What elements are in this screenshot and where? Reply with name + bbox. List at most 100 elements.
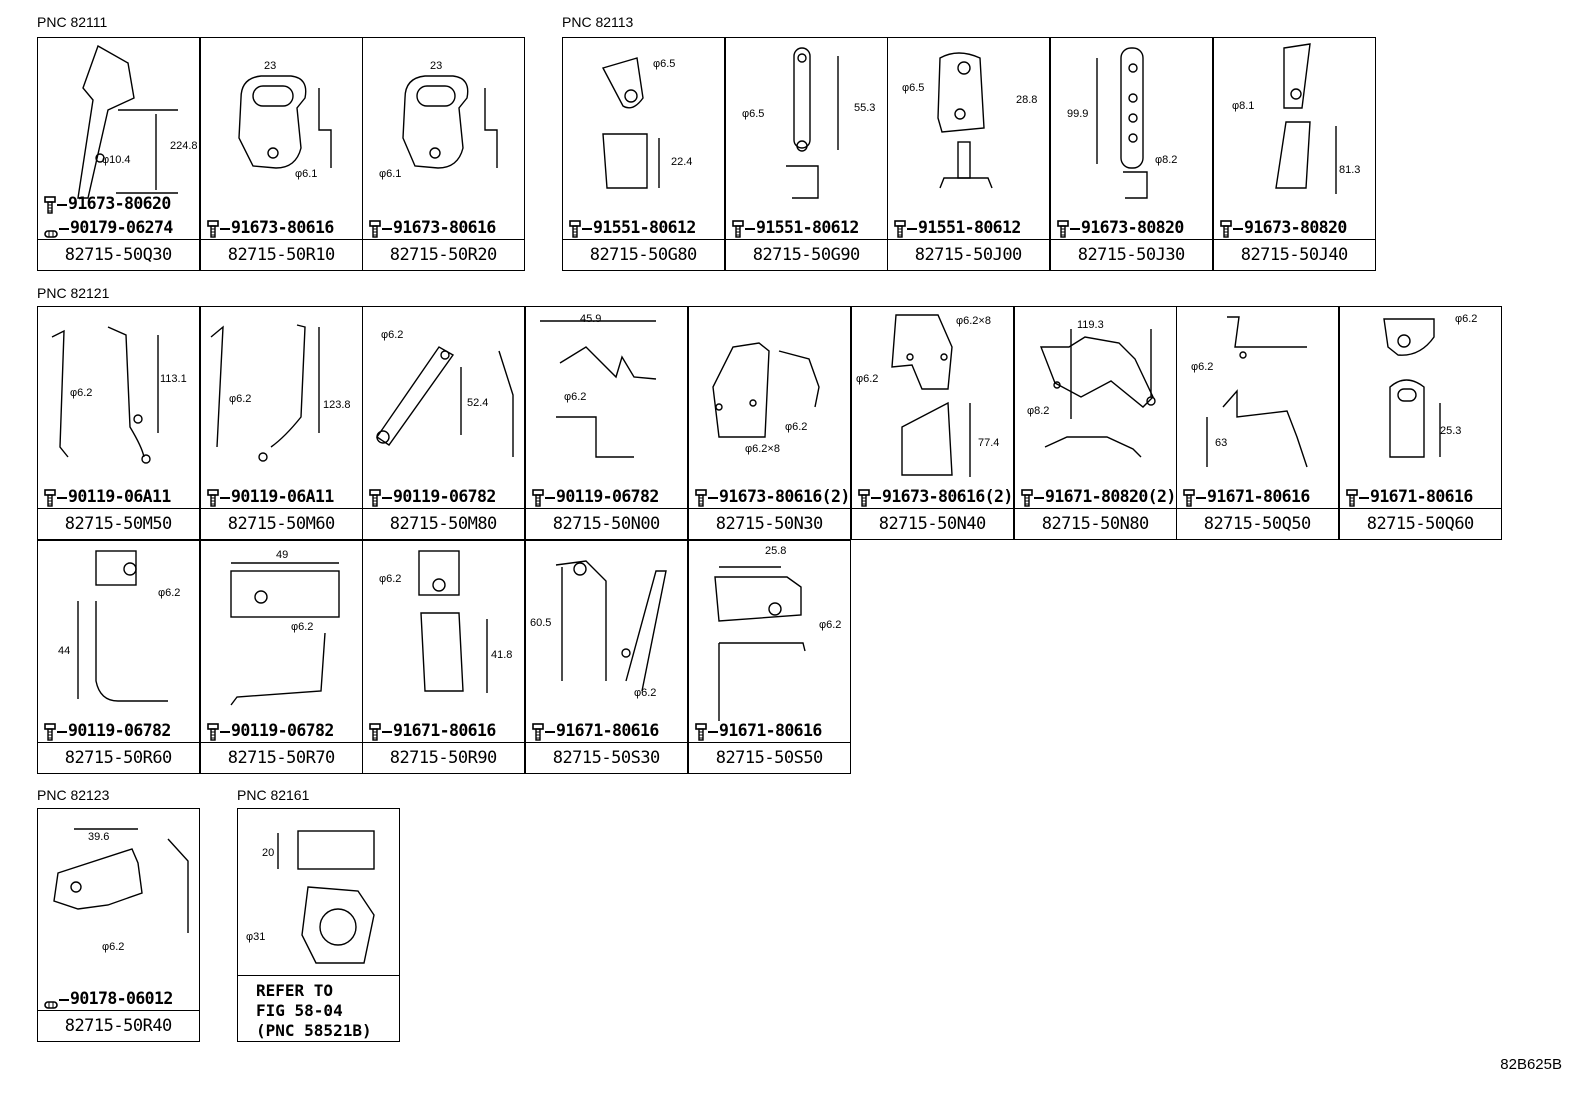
part-number: 82715-50N00 <box>526 508 687 539</box>
part-number: 82715-50G80 <box>563 239 724 270</box>
bolt-icon <box>369 219 381 238</box>
leader-line <box>220 496 230 499</box>
leader-line <box>382 496 392 499</box>
leader-line <box>382 227 392 230</box>
dimension-label: φ6.2 <box>634 687 657 699</box>
bracket-drawing <box>77 44 178 199</box>
refer-box <box>238 975 399 1041</box>
hardware-callout: 90179-06274 <box>44 218 173 238</box>
hardware-callout: 91673-80616 <box>369 218 496 238</box>
leader-line <box>57 496 67 499</box>
dimension-label: 25.3 <box>1440 425 1462 437</box>
hardware-callout: 90119-06782 <box>44 721 171 741</box>
dimension-label: 99.9 <box>1067 108 1089 120</box>
part-number: 82715-50M60 <box>201 508 362 539</box>
hardware-callout: 90119-06782 <box>369 487 496 507</box>
part-number: 82715-50M80 <box>363 508 524 539</box>
dimension-label: φ6.2 <box>819 619 842 631</box>
dimension-label: 63 <box>1215 437 1228 449</box>
hardware-part-number: 91673-80620 <box>68 194 171 213</box>
bracket-drawing <box>1096 47 1148 199</box>
hardware-part-number: 91673-80616(2) <box>882 487 1013 506</box>
dimension-label: φ10.4 <box>102 154 131 166</box>
hardware-part-number: 91673-80820 <box>1081 218 1184 237</box>
leader-line <box>57 203 67 206</box>
dimension-label: 39.6 <box>88 831 110 843</box>
group-title: PNC 82121 <box>37 285 110 301</box>
dimension-label: φ6.2 <box>564 391 587 403</box>
dimension-label: 44 <box>58 645 71 657</box>
bolt-icon <box>1220 219 1232 238</box>
dimension-label: φ6.2 <box>102 941 125 953</box>
leader-line <box>1070 227 1080 230</box>
bracket-drawing <box>1206 316 1308 468</box>
part-number: 82715-50N40 <box>852 508 1013 539</box>
leader-line <box>1196 496 1206 499</box>
dimension-label: φ6.2 <box>158 587 181 599</box>
bolt-icon <box>1021 488 1033 507</box>
dimension-label: 23 <box>264 60 277 72</box>
bracket-drawing <box>402 75 498 169</box>
dimension-label: φ6.2 <box>785 421 808 433</box>
bracket-drawing <box>53 828 189 933</box>
hardware-part-number: 90119-06782 <box>68 721 171 740</box>
bracket-drawing <box>712 342 820 438</box>
hardware-callout: 91671-80616 <box>532 721 659 741</box>
leader-line <box>59 998 69 1001</box>
dimension-label: φ6.2×8 <box>745 443 780 455</box>
dimension-label: 77.4 <box>978 437 1000 449</box>
part-number: 82715-50S30 <box>526 742 687 773</box>
group-title: PNC 82111 <box>37 14 108 30</box>
hardware-callout: 91673-80820 <box>1220 218 1347 238</box>
leader-line <box>545 730 555 733</box>
dimension-label: φ6.2 <box>1455 313 1478 325</box>
dimension-label: 49 <box>276 549 289 561</box>
part-number: 82715-50R10 <box>201 239 362 270</box>
bolt-icon <box>207 722 219 741</box>
hardware-part-number: 91551-80612 <box>756 218 859 237</box>
dimension-label: φ6.5 <box>742 108 765 120</box>
bracket-drawing <box>555 560 667 692</box>
dimension-label: 28.8 <box>1016 94 1038 106</box>
leader-line <box>745 227 755 230</box>
dimension-label: φ6.2×8 <box>956 315 991 327</box>
dimension-label: 52.4 <box>467 397 489 409</box>
dimension-label: 81.3 <box>1339 164 1361 176</box>
bracket-drawing <box>1039 329 1156 458</box>
group-title: PNC 82113 <box>562 14 634 30</box>
bolt-icon <box>44 195 56 214</box>
bracket-drawing <box>891 314 971 477</box>
part-number: 82715-50J30 <box>1051 239 1212 270</box>
bracket-drawing <box>714 566 806 721</box>
hardware-callout: 91671-80820(2) <box>1021 487 1176 507</box>
bracket-drawing <box>1275 43 1337 194</box>
clip-icon <box>44 224 58 238</box>
dimension-label: φ6.2 <box>1191 361 1214 373</box>
bolt-icon <box>858 488 870 507</box>
dimension-label: φ6.5 <box>653 58 676 70</box>
part-number: 82715-50R20 <box>363 239 524 270</box>
dimension-label: 119.3 <box>1077 319 1104 331</box>
group-title: PNC 82123 <box>37 787 110 803</box>
bolt-icon <box>695 722 707 741</box>
leader-line <box>1233 227 1243 230</box>
bracket-drawing <box>786 47 839 199</box>
dimension-label: 23 <box>430 60 443 72</box>
leader-line <box>220 730 230 733</box>
bolt-icon <box>1346 488 1358 507</box>
hardware-part-number: 90119-06782 <box>393 487 496 506</box>
part-number: 82715-50M50 <box>38 508 199 539</box>
hardware-part-number: 91673-80616(2) <box>719 487 850 506</box>
hardware-callout: 91673-80616 <box>207 218 334 238</box>
